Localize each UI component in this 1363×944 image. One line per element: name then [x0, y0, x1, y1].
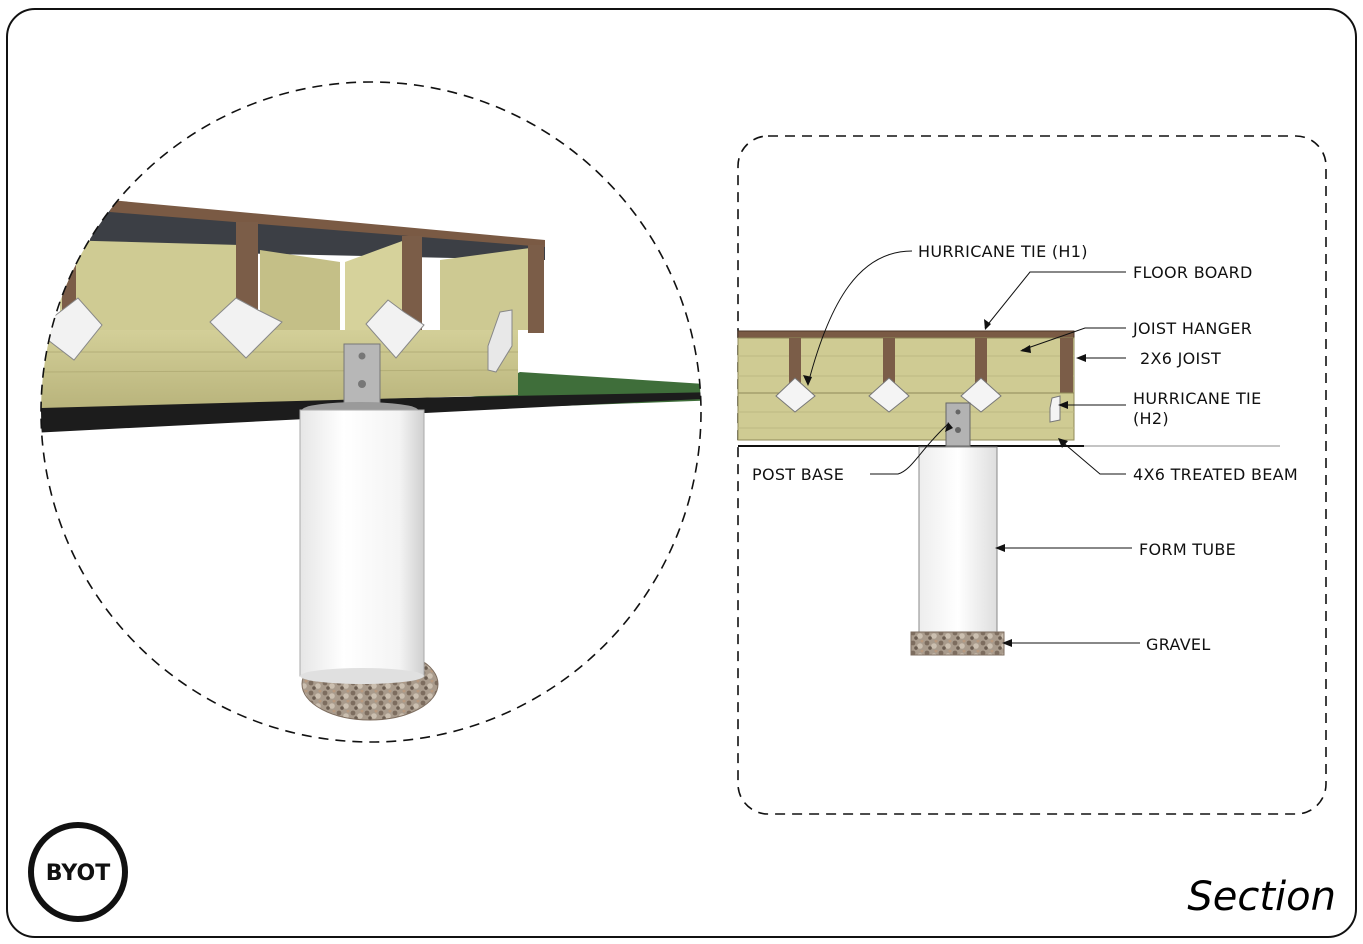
detail-circle-border [40, 81, 702, 743]
perspective-detail [40, 81, 702, 743]
joist-face [60, 240, 240, 330]
form-tube-3d [299, 409, 425, 677]
sheet-border [6, 8, 1357, 938]
joist-3d [402, 236, 422, 330]
label-hurricane-tie-h2: HURRICANE TIE [1133, 389, 1261, 408]
byot-logo: BYOT [28, 822, 128, 922]
label-gravel: GRAVEL [1146, 635, 1211, 654]
label-hurricane-tie-h1: HURRICANE TIE (H1) [918, 242, 1088, 261]
hurricane-tie-h1 [960, 377, 1002, 413]
joist-end [975, 338, 987, 393]
label-joist-hanger: JOIST HANGER [1132, 319, 1252, 338]
hurricane-tie-h2 [1049, 395, 1061, 423]
label-hurricane-tie-h2-suffix: (H2) [1133, 409, 1169, 428]
joist-face [260, 250, 340, 330]
leader-arrows [803, 319, 1086, 647]
hurricane-tie-3d [209, 297, 283, 359]
joist-hanger-3d [487, 309, 513, 373]
hurricane-tie-h1 [868, 377, 910, 413]
beam-3d [41, 330, 518, 408]
floor-board [737, 330, 1075, 339]
label-2x6-joist: 2X6 JOIST [1140, 349, 1221, 368]
joist-face [440, 248, 530, 330]
joist-3d [528, 245, 544, 333]
label-post-base: POST BASE [752, 465, 844, 484]
section-view: HURRICANE TIE (H1) FLOOR BOARD JOIST HAN… [737, 135, 1327, 815]
label-floor-board: FLOOR BOARD [1133, 263, 1253, 282]
leader-lines [807, 250, 1140, 644]
section-frame [737, 135, 1327, 815]
joist-end [1060, 338, 1073, 393]
form-tube [918, 446, 998, 633]
joist-end [789, 338, 801, 393]
hurricane-tie-h1 [775, 377, 816, 413]
hurricane-tie-3d [365, 299, 425, 359]
logo-text: BYOT [46, 861, 110, 886]
sheet-title: Section [1187, 874, 1336, 920]
gravel [910, 631, 1005, 656]
floor-board-3d [110, 200, 545, 247]
joist-end [883, 338, 895, 393]
label-form-tube: FORM TUBE [1139, 540, 1236, 559]
label-4x6-treated-beam: 4X6 TREATED BEAM [1133, 465, 1298, 484]
